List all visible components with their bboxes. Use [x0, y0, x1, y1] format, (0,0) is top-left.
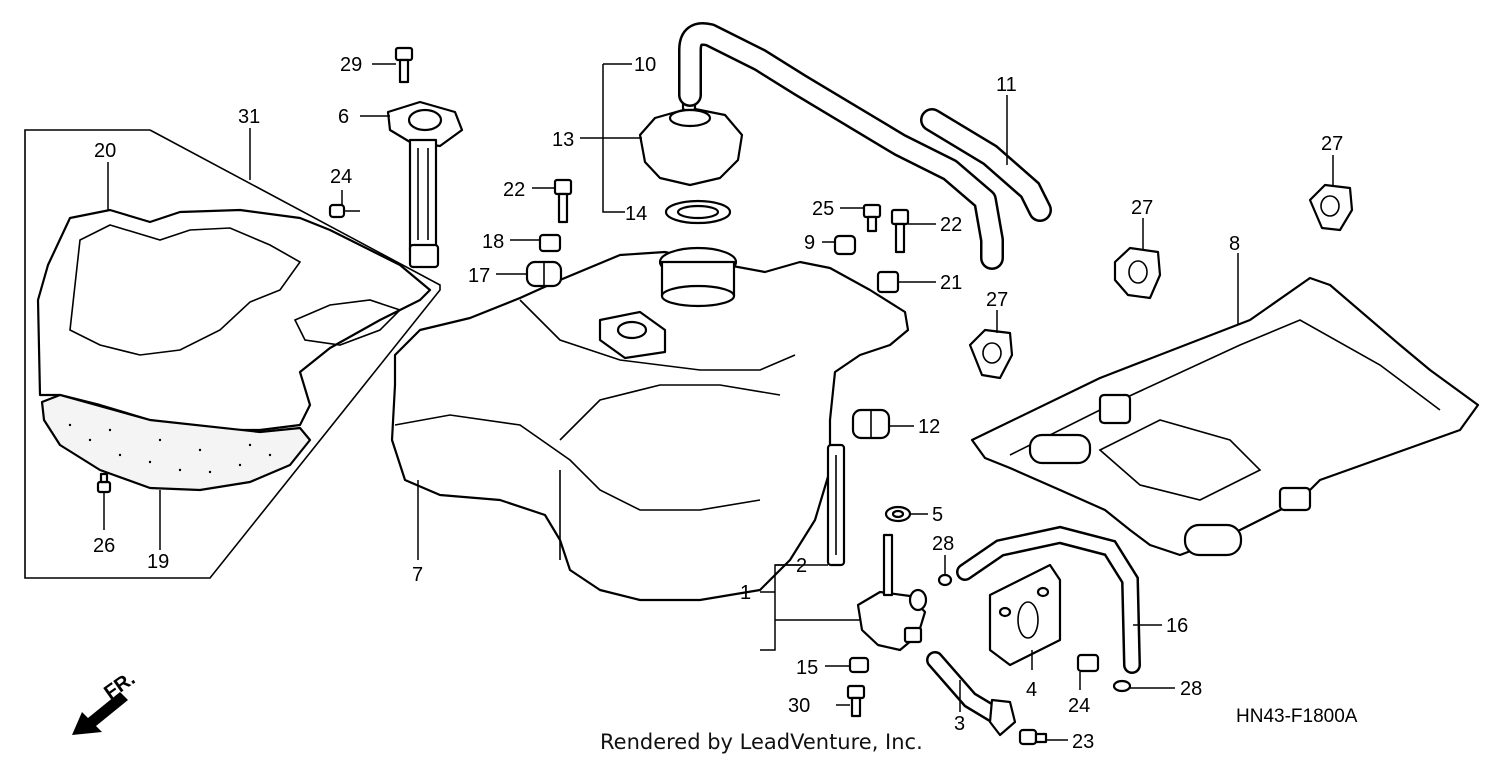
callout-24a: 24 [330, 166, 352, 188]
bolt-15 [848, 656, 870, 674]
collar-21 [876, 270, 900, 294]
clamp-27a [1308, 183, 1354, 232]
fastener-24a [328, 203, 360, 219]
pad-dots [68, 423, 272, 474]
callout-16: 16 [1166, 615, 1188, 637]
callout-3: 3 [954, 713, 965, 735]
bolt-22a [553, 178, 573, 224]
callout-15: 15 [796, 657, 818, 679]
bottom-pad-part [40, 393, 312, 492]
fuel-strainer-part [826, 443, 846, 567]
seat-cover-inner [69, 224, 302, 356]
front-direction-arrow-icon [72, 692, 128, 735]
callout-12: 12 [918, 416, 940, 438]
callout-31: 31 [238, 106, 260, 128]
cap-seal-part [664, 199, 732, 225]
callout-6: 6 [338, 106, 349, 128]
callout-20: 20 [94, 140, 116, 162]
cover-bracket-outline [24, 129, 441, 579]
skid-plate-part [970, 276, 1480, 557]
bracket-4-part [988, 563, 1062, 667]
callout-11: 11 [996, 74, 1017, 96]
grommet-12 [851, 408, 891, 440]
clip-28a [937, 573, 953, 587]
breather-tube-part [678, 22, 1004, 270]
callout-25: 25 [812, 198, 834, 220]
callout-2: 2 [796, 555, 807, 577]
bolt-30 [846, 684, 866, 718]
hose-3-part [926, 651, 1017, 737]
filler-cap-part [638, 94, 744, 187]
tube-11-part [920, 108, 1052, 222]
callout-22a: 22 [503, 179, 525, 201]
bolt-29 [394, 46, 414, 84]
clamp-27c [968, 328, 1014, 380]
bolt-23 [1018, 728, 1048, 746]
callout-14: 14 [625, 203, 647, 225]
callout-23: 23 [1072, 731, 1094, 753]
callout-labels: 29 6 31 20 24 26 19 7 10 13 14 22 18 17 … [93, 54, 1358, 753]
callout-27c: 27 [986, 289, 1008, 311]
bolt-22b [890, 208, 910, 254]
callout-4: 4 [1026, 679, 1037, 701]
front-direction-label: FR. [100, 668, 139, 705]
seat-cover-pocket [293, 299, 402, 346]
callout-1: 1 [740, 582, 751, 604]
footer-credit: Rendered by LeadVenture, Inc. [600, 730, 923, 754]
grommet-17 [525, 260, 563, 288]
collar-18 [538, 233, 562, 253]
callout-27a: 27 [1321, 133, 1343, 155]
callout-10: 10 [634, 54, 656, 76]
callout-13: 13 [552, 129, 574, 151]
clamp-27b [1113, 246, 1162, 300]
callout-19: 19 [147, 551, 169, 573]
grommet-9 [833, 234, 857, 256]
callout-28b: 28 [1180, 678, 1202, 700]
bolt-25 [862, 203, 882, 233]
fuel-gauge-part [386, 100, 464, 269]
fuel-valve-part [856, 533, 928, 652]
fastener-26 [96, 472, 112, 494]
clip-28b [1112, 679, 1132, 693]
callout-29: 29 [340, 54, 362, 76]
seat-cover-part [36, 208, 432, 432]
washer-5 [884, 505, 912, 523]
callout-8: 8 [1229, 233, 1240, 255]
cover-assembly-group [24, 129, 441, 579]
callout-17: 17 [468, 265, 490, 287]
fuel-tank-part [390, 246, 910, 602]
bolt-24b [1076, 653, 1100, 673]
callout-26: 26 [93, 535, 115, 557]
drawing-code: HN43-F1800A [1236, 706, 1358, 727]
hose-16-part [956, 525, 1141, 674]
callout-18: 18 [482, 231, 504, 253]
callout-28a: 28 [932, 533, 954, 555]
callout-9: 9 [804, 232, 815, 254]
callout-7: 7 [412, 564, 423, 586]
callout-27b: 27 [1131, 197, 1153, 219]
callout-5: 5 [932, 504, 943, 526]
callout-24b: 24 [1068, 695, 1090, 717]
callout-30: 30 [788, 695, 810, 717]
callout-22b: 22 [940, 214, 962, 236]
leader-lines [103, 63, 1334, 741]
callout-21: 21 [940, 272, 962, 294]
